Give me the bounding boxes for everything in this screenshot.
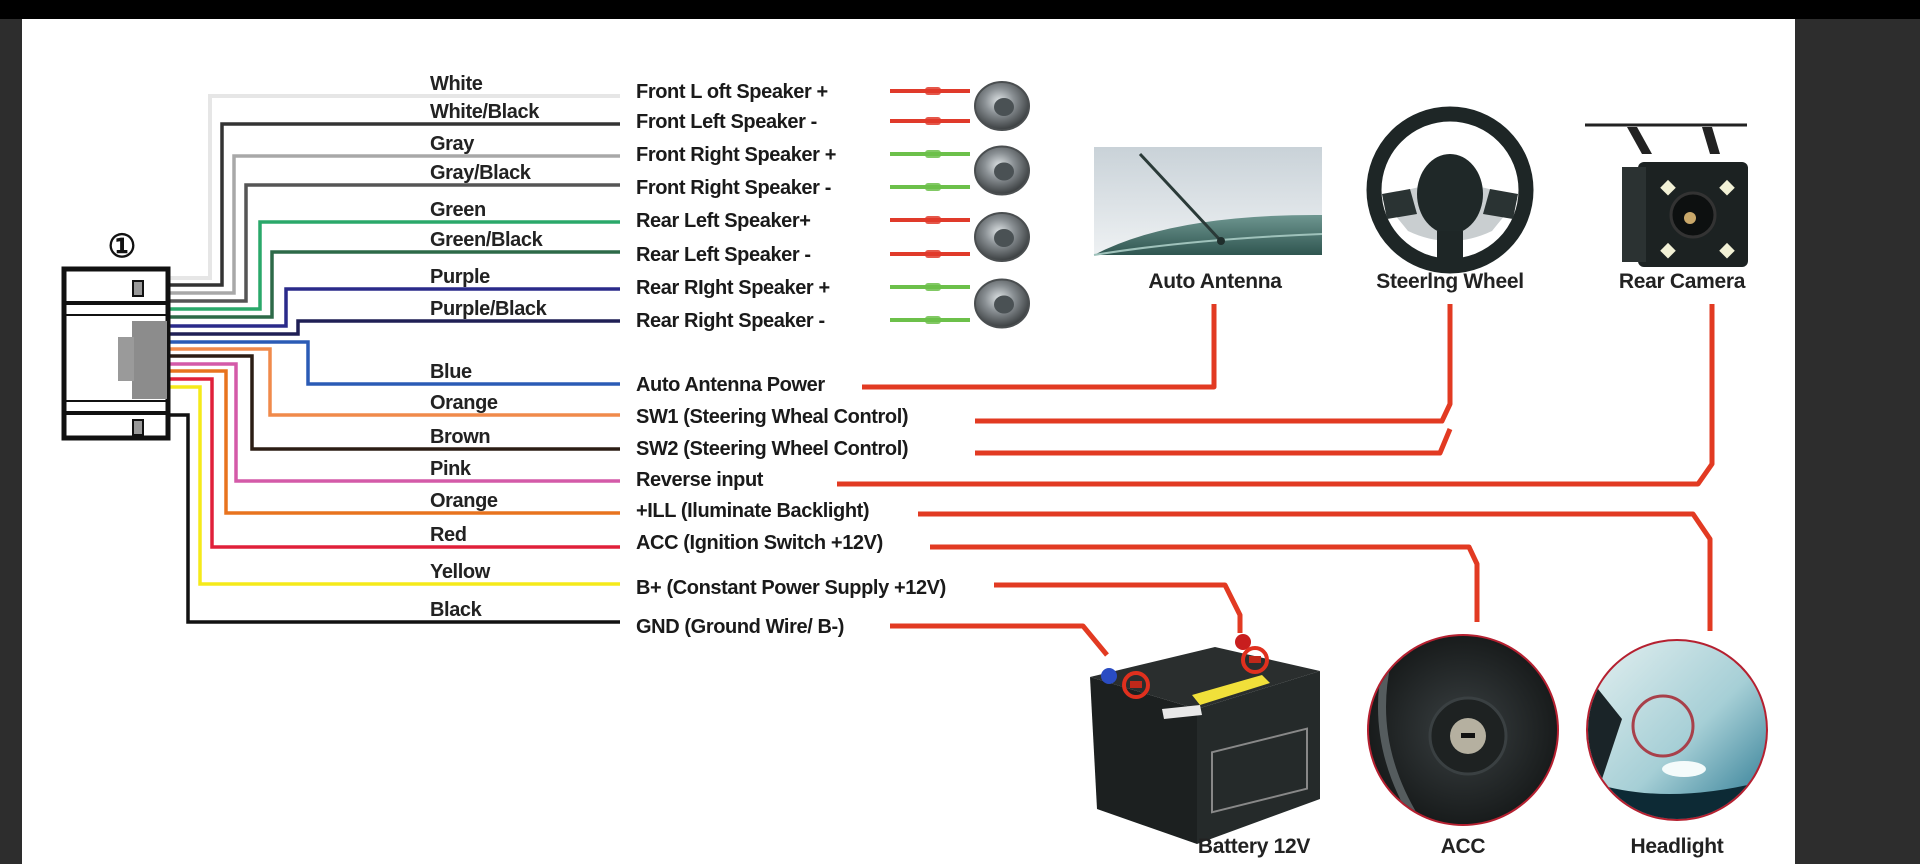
harness-connector: [61, 266, 171, 441]
device-label-acc: ACC: [1441, 835, 1486, 858]
wire-color-label: Green: [430, 199, 486, 221]
wire-function-label: GND (Ground Wire/ B-): [636, 616, 844, 638]
acc-ignition-image: [1367, 634, 1559, 826]
harness-wire-black-15: [168, 413, 620, 624]
speaker-lead: [890, 250, 970, 258]
harness-wire-gray-2: [168, 154, 620, 295]
harness-wire-yellow-14: [168, 385, 620, 586]
speaker-lead: [890, 87, 970, 95]
wire-color-label: Yellow: [430, 561, 491, 583]
connector-number-marker: ①: [108, 228, 137, 264]
rear-camera-image: [1585, 123, 1748, 267]
wire-function-label: ACC (Ignition Switch +12V): [636, 532, 883, 554]
harness-wire-orange-12: [168, 369, 620, 515]
speaker-icon: [974, 145, 1030, 196]
wire-function-label: SW2 (Steering Wheel Control): [636, 438, 908, 460]
wire-color-label: Orange: [430, 392, 498, 414]
wire-function-label: Front Right Speaker +: [636, 144, 836, 166]
gnd-connection-line: [890, 623, 1109, 657]
wire-color-label: White/Black: [430, 101, 540, 123]
speaker-lead: [890, 216, 970, 224]
antenna-connection-line: [862, 304, 1217, 390]
harness-wire-purple-black-7: [168, 319, 620, 336]
harness-wire-white-0: [168, 94, 620, 280]
harness-wires: [168, 94, 620, 624]
speaker-icon: [974, 81, 1030, 131]
acc-connection-line: [930, 544, 1480, 622]
speaker-leads: [890, 87, 970, 324]
auto-antenna-image: [1093, 147, 1323, 256]
harness-wire-green-black-5: [168, 250, 620, 319]
harness-wire-purple-6: [168, 287, 620, 328]
viewer-left-margin: [0, 19, 22, 864]
speaker-lead: [890, 150, 970, 158]
wire-color-label: Brown: [430, 426, 490, 448]
wire-color-label: Blue: [430, 361, 472, 383]
wire-color-label: Pink: [430, 458, 472, 480]
harness-wire-orange-9: [168, 347, 620, 417]
device-label-auto-antenna: Auto Antenna: [1148, 270, 1282, 293]
wire-function-label: SW1 (Steering Wheal Control): [636, 406, 908, 428]
wire-function-label: Rear Left Speaker+: [636, 210, 811, 232]
wire-function-labels: Front L oft Speaker + Front Left Speaker …: [636, 81, 946, 638]
sw1-connection-line: [975, 304, 1453, 424]
wire-color-label: Red: [430, 524, 467, 546]
device-label-battery: Battery 12V: [1198, 835, 1311, 858]
speaker-lead: [890, 316, 970, 324]
device-label-headlight: Headlight: [1631, 835, 1724, 858]
wire-function-label: Auto Antenna Power: [636, 374, 825, 396]
speaker-icon: [974, 212, 1030, 262]
harness-wire-green-4: [168, 220, 620, 311]
wire-color-label: Gray/Black: [430, 162, 532, 184]
steering-wheel-image: [1366, 106, 1534, 274]
harness-wire-gray-black-3: [168, 183, 620, 303]
wire-function-label: Front Left Speaker -: [636, 111, 817, 133]
viewer-right-margin: [1795, 19, 1920, 864]
harness-wire-white-black-1: [168, 122, 620, 287]
device-label-rear-camera: Rear Camera: [1619, 270, 1746, 293]
wire-color-label: Purple: [430, 266, 490, 288]
speakers: [974, 81, 1030, 329]
headlight-image: [1586, 639, 1768, 821]
wire-color-label: Purple/Black: [430, 298, 548, 320]
reverse-connection-line: [837, 304, 1715, 487]
wire-function-label: +ILL (Iluminate Backlight): [636, 500, 869, 522]
viewer-top-bar: [0, 0, 1920, 19]
harness-wire-pink-11: [168, 362, 620, 483]
speaker-lead: [890, 183, 970, 191]
wiring-diagram: ① WhiteWhite/BlackGrayGray/BlackGreenGre…: [61, 73, 1768, 858]
wire-color-label: Orange: [430, 490, 498, 512]
wire-function-label: Rear Right Speaker -: [636, 310, 825, 332]
wire-function-label: Rear RIght Speaker +: [636, 277, 830, 299]
device-connection-lines: [837, 304, 1715, 657]
battery-image: [1090, 634, 1320, 844]
ill-connection-line: [918, 511, 1713, 631]
wire-color-label: White: [430, 73, 483, 95]
speaker-icon: [974, 278, 1030, 329]
speaker-lead: [890, 283, 970, 291]
harness-wire-red-13: [168, 377, 620, 549]
sw2-connection-line: [975, 428, 1453, 456]
wire-function-label: Front L oft Speaker +: [636, 81, 828, 103]
wire-color-label: Green/Black: [430, 229, 544, 251]
wire-color-labels: WhiteWhite/BlackGrayGray/BlackGreenGreen…: [430, 73, 548, 621]
speaker-lead: [890, 117, 970, 125]
wire-function-label: Front Right Speaker -: [636, 177, 831, 199]
harness-wire-brown-10: [168, 354, 620, 451]
wire-function-label: B+ (Constant Power Supply +12V): [636, 577, 946, 599]
wire-color-label: Black: [430, 599, 483, 621]
wire-color-label: Gray: [430, 133, 475, 155]
wire-function-label: Reverse input: [636, 469, 764, 491]
wire-function-label: Rear Left Speaker -: [636, 244, 811, 266]
harness-wire-blue-8: [168, 340, 620, 386]
bplus-connection-line: [994, 582, 1243, 633]
device-label-steering-wheel: Steerlng Wheel: [1376, 270, 1524, 293]
